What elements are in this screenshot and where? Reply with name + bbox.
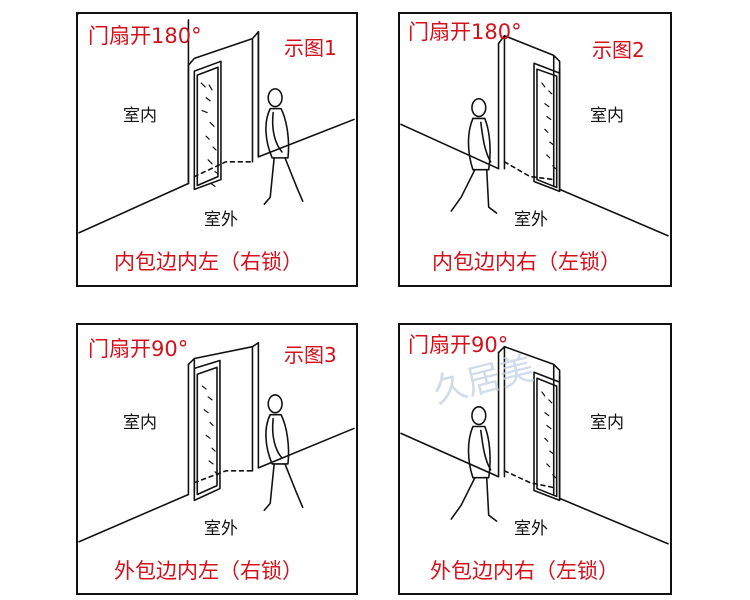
figure-number-label: 示图1 bbox=[284, 38, 337, 58]
door-type-caption: 内包边内左（右锁） bbox=[114, 252, 303, 273]
door-type-caption: 外包边内右（左锁） bbox=[430, 561, 619, 582]
indoor-label: 室内 bbox=[123, 415, 157, 432]
outdoor-label: 室外 bbox=[204, 212, 238, 229]
outdoor-label: 室外 bbox=[514, 521, 548, 538]
outdoor-label: 室外 bbox=[204, 521, 238, 538]
diagram-panel-4: 门扇开90° 室内 室外 外包边内右（左锁） bbox=[398, 323, 672, 595]
indoor-label: 室内 bbox=[590, 108, 624, 125]
indoor-label: 室内 bbox=[590, 415, 624, 432]
wall-floor-line bbox=[560, 498, 668, 543]
door-leaf-icon bbox=[194, 360, 220, 500]
door-frame-icon bbox=[499, 36, 560, 190]
wall-floor-line bbox=[79, 494, 188, 541]
door-frame-icon bbox=[188, 32, 258, 184]
diagram-panel-3: 门扇开90° 示图3 室内 室外 外包边内左（右锁） bbox=[76, 323, 358, 595]
door-opening-angle-label: 门扇开90° bbox=[88, 339, 188, 360]
wall-floor-line bbox=[560, 189, 668, 235]
wall-floor-line bbox=[401, 124, 499, 168]
diagram-panel-2: 门扇开180° 示图2 室内 室外 内包边内右（左锁） bbox=[398, 12, 672, 287]
door-type-caption: 外包边内左（右锁） bbox=[114, 561, 303, 582]
walking-person-icon bbox=[451, 407, 496, 521]
door-leaf-icon bbox=[534, 372, 560, 500]
diagram-panel-1: 门扇开180° 示图1 室内 室外 内包边内左（右锁） bbox=[76, 12, 358, 287]
figure-number-label: 示图3 bbox=[284, 345, 337, 365]
door-leaf-icon bbox=[534, 63, 560, 191]
door-type-caption: 内包边内右（左锁） bbox=[432, 252, 621, 273]
wall-floor-line bbox=[79, 183, 188, 232]
door-leaf-icon bbox=[194, 61, 221, 189]
door-opening-angle-label: 门扇开180° bbox=[88, 26, 202, 47]
indoor-label: 室内 bbox=[123, 108, 157, 125]
wall-floor-line bbox=[401, 433, 499, 476]
outdoor-label: 室外 bbox=[514, 212, 548, 229]
door-scene-4 bbox=[400, 325, 670, 593]
figure-number-label: 示图2 bbox=[592, 40, 645, 60]
walking-person-icon bbox=[451, 99, 496, 213]
door-opening-angle-label: 门扇开90° bbox=[408, 335, 508, 356]
door-frame-icon bbox=[188, 343, 258, 491]
door-opening-angle-label: 门扇开180° bbox=[408, 22, 522, 43]
